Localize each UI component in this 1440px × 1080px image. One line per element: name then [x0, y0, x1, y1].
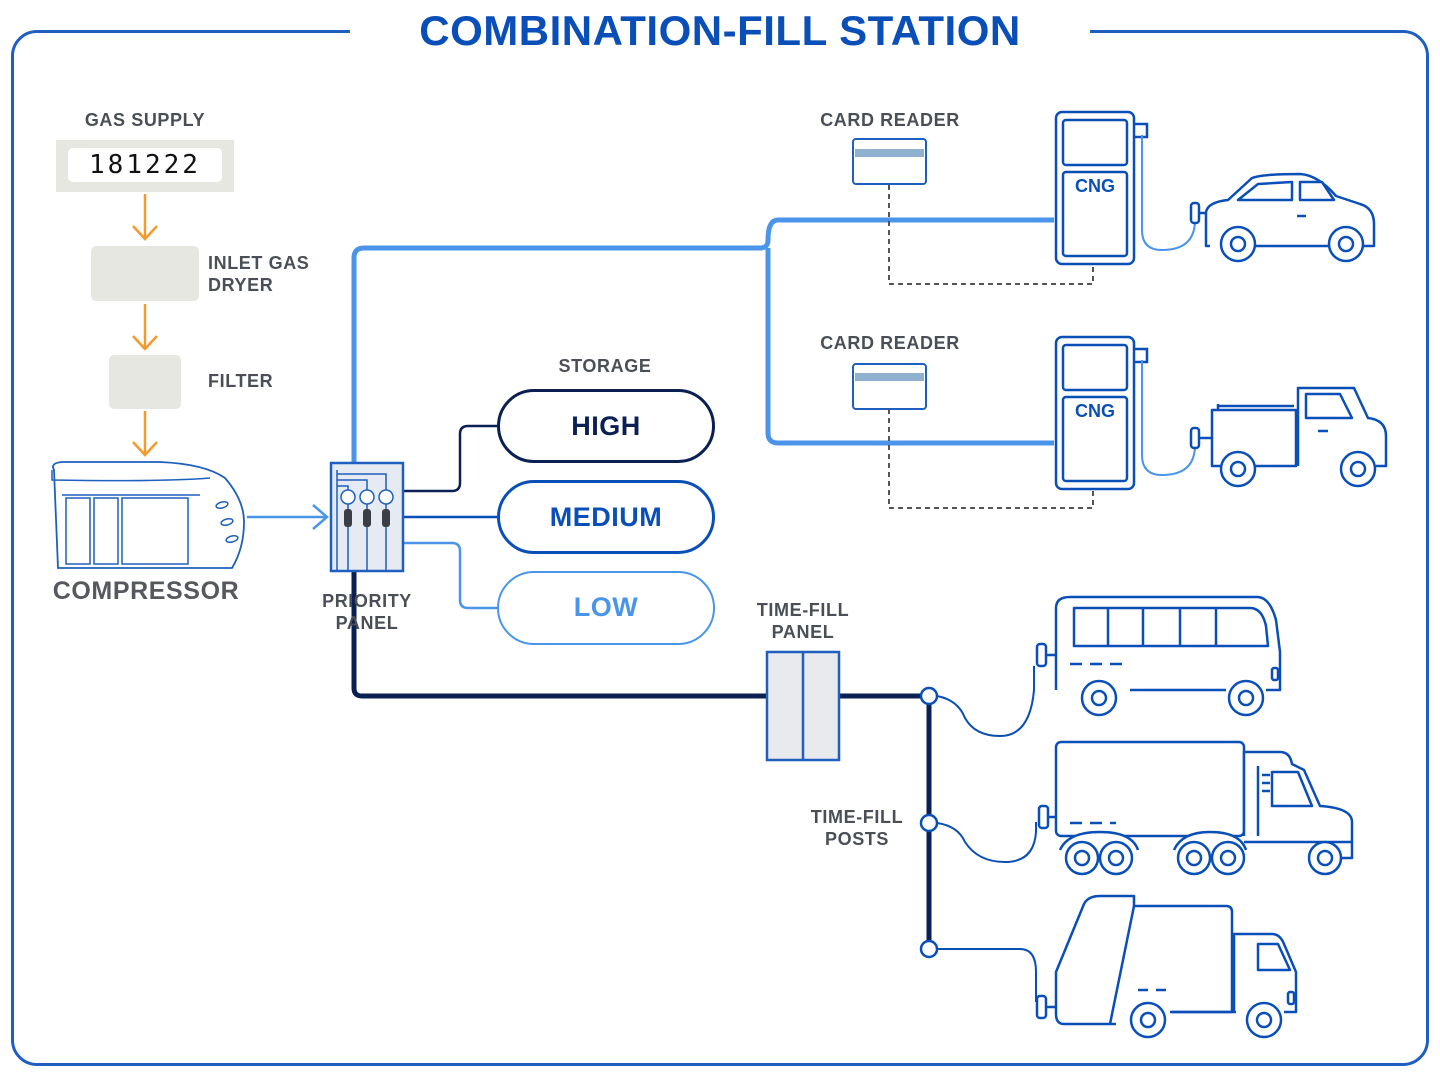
time-fill-panel-label-line2: PANEL — [771, 622, 835, 642]
storage-connections — [404, 424, 497, 610]
storage-tank-low: LOW — [497, 571, 715, 645]
gas-supply-label: GAS SUPPLY — [84, 110, 206, 130]
priority-panel-label-line1: PRIORITY — [322, 591, 412, 611]
time-fill-post-icon — [919, 686, 939, 959]
car-icon — [1189, 172, 1376, 263]
dispenser-hoses — [1141, 135, 1196, 477]
page-title: COMBINATION-FILL STATION — [350, 4, 1090, 58]
inlet-gas-dryer-label: INLET GAS DRYER — [208, 252, 309, 296]
cng-dispenser-icon — [1054, 335, 1149, 491]
compressor-icon — [51, 461, 245, 569]
dispenser-supply-line — [351, 217, 1054, 463]
filter-label: FILTER — [208, 371, 274, 391]
inlet-gas-dryer-box — [91, 246, 199, 301]
priority-panel-icon — [329, 461, 405, 573]
box-truck-icon — [1037, 740, 1354, 876]
time-fill-panel-label-line1: TIME-FILL — [756, 600, 850, 620]
dispenser-label-top: CNG — [1075, 176, 1115, 196]
garbage-truck-icon — [1035, 894, 1298, 1039]
card-reader-icon — [852, 138, 927, 185]
storage-tank-medium: MEDIUM — [497, 480, 715, 554]
time-fill-hoses — [936, 666, 1037, 1002]
time-fill-panel-label: TIME-FILL PANEL — [743, 599, 863, 643]
storage-tank-high: HIGH — [497, 389, 715, 463]
storage-label: STORAGE — [558, 356, 652, 376]
bus-icon — [1035, 595, 1282, 717]
card-reader-label-top: CARD READER — [820, 110, 960, 130]
inlet-gas-dryer-label-line2: DRYER — [208, 275, 274, 295]
priority-panel-label-line2: PANEL — [335, 613, 399, 633]
filter-box — [109, 355, 181, 409]
time-fill-posts-label-line1: TIME-FILL — [810, 807, 904, 827]
compressor-to-panel-arrow — [247, 504, 329, 530]
time-fill-panel-icon — [765, 650, 841, 762]
meter-reading: 181222 — [68, 148, 222, 182]
gas-meter-icon: 181222 — [56, 140, 234, 192]
cng-dispenser-icon — [1054, 110, 1149, 266]
time-fill-posts-label-line2: POSTS — [824, 829, 889, 849]
supply-flow-arrows — [132, 194, 158, 457]
compressor-label: COMPRESSOR — [52, 577, 240, 605]
card-reader-label-bottom: CARD READER — [820, 333, 960, 353]
pickup-truck-icon — [1189, 386, 1388, 488]
time-fill-posts-label: TIME-FILL POSTS — [797, 806, 917, 850]
card-reader-data-lines — [888, 185, 1094, 509]
priority-panel-label: PRIORITY PANEL — [307, 590, 427, 634]
inlet-gas-dryer-label-line1: INLET GAS — [208, 253, 310, 273]
dispenser-label-bottom: CNG — [1075, 401, 1115, 421]
